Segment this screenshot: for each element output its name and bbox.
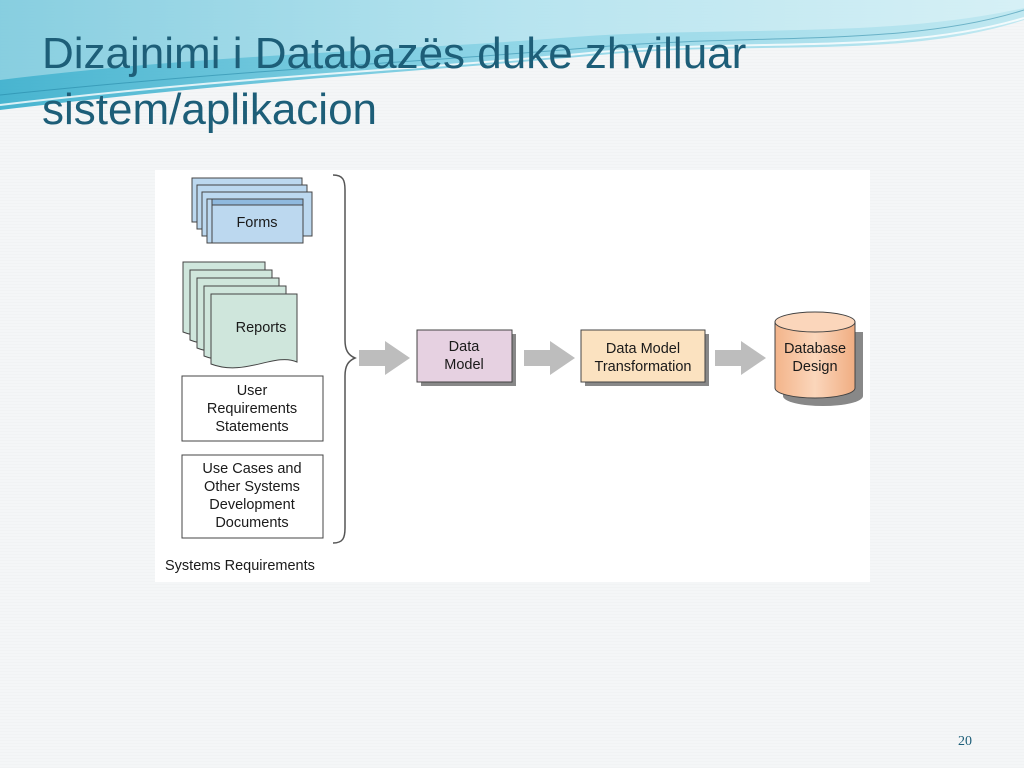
use-cases-box: Use Cases and Other Systems Development … <box>181 454 324 539</box>
user-req-line-3: Statements <box>215 419 288 435</box>
data-model-line-1: Data <box>449 339 481 355</box>
systems-requirements-label: Systems Requirements <box>165 558 315 574</box>
arrow-to-database <box>715 341 766 375</box>
diagram-canvas: Forms Reports User Requirements Statemen… <box>165 174 863 574</box>
use-cases-line-1: Use Cases and <box>202 461 301 477</box>
database-line-1: Database <box>784 341 846 357</box>
forms-label: Forms <box>236 215 277 231</box>
user-req-line-1: User <box>237 383 268 399</box>
data-model-box: Data Model <box>416 329 516 386</box>
user-req-line-2: Requirements <box>207 401 297 417</box>
forms-stack: Forms <box>191 177 313 244</box>
header-wave-decoration <box>0 0 1024 110</box>
title-line-1: Dizajnimi i Databazës duke zhvilluar <box>42 29 747 78</box>
transformation-line-1: Data Model <box>606 341 680 357</box>
title-line-2: sistem/aplikacion <box>42 85 378 134</box>
data-model-line-2: Model <box>444 357 484 373</box>
requirements-brace <box>332 174 357 544</box>
arrow-to-data-model <box>359 341 410 375</box>
database-design-cylinder: Database Design <box>774 311 863 406</box>
database-design-diagram: Forms Reports User Requirements Statemen… <box>155 170 870 582</box>
transformation-box: Data Model Transformation <box>580 329 709 386</box>
database-line-2: Design <box>792 359 837 375</box>
slide-title: Dizajnimi i Databazës duke zhvilluar sis… <box>42 26 942 138</box>
use-cases-line-2: Other Systems <box>204 479 300 495</box>
page-number: 20 <box>958 734 972 749</box>
use-cases-line-4: Documents <box>215 515 288 531</box>
transformation-line-2: Transformation <box>595 359 692 375</box>
reports-label: Reports <box>236 320 287 336</box>
user-requirements-box: User Requirements Statements <box>181 375 324 442</box>
reports-stack: Reports <box>182 261 298 369</box>
arrow-to-transformation <box>524 341 575 375</box>
use-cases-line-3: Development <box>209 497 294 513</box>
